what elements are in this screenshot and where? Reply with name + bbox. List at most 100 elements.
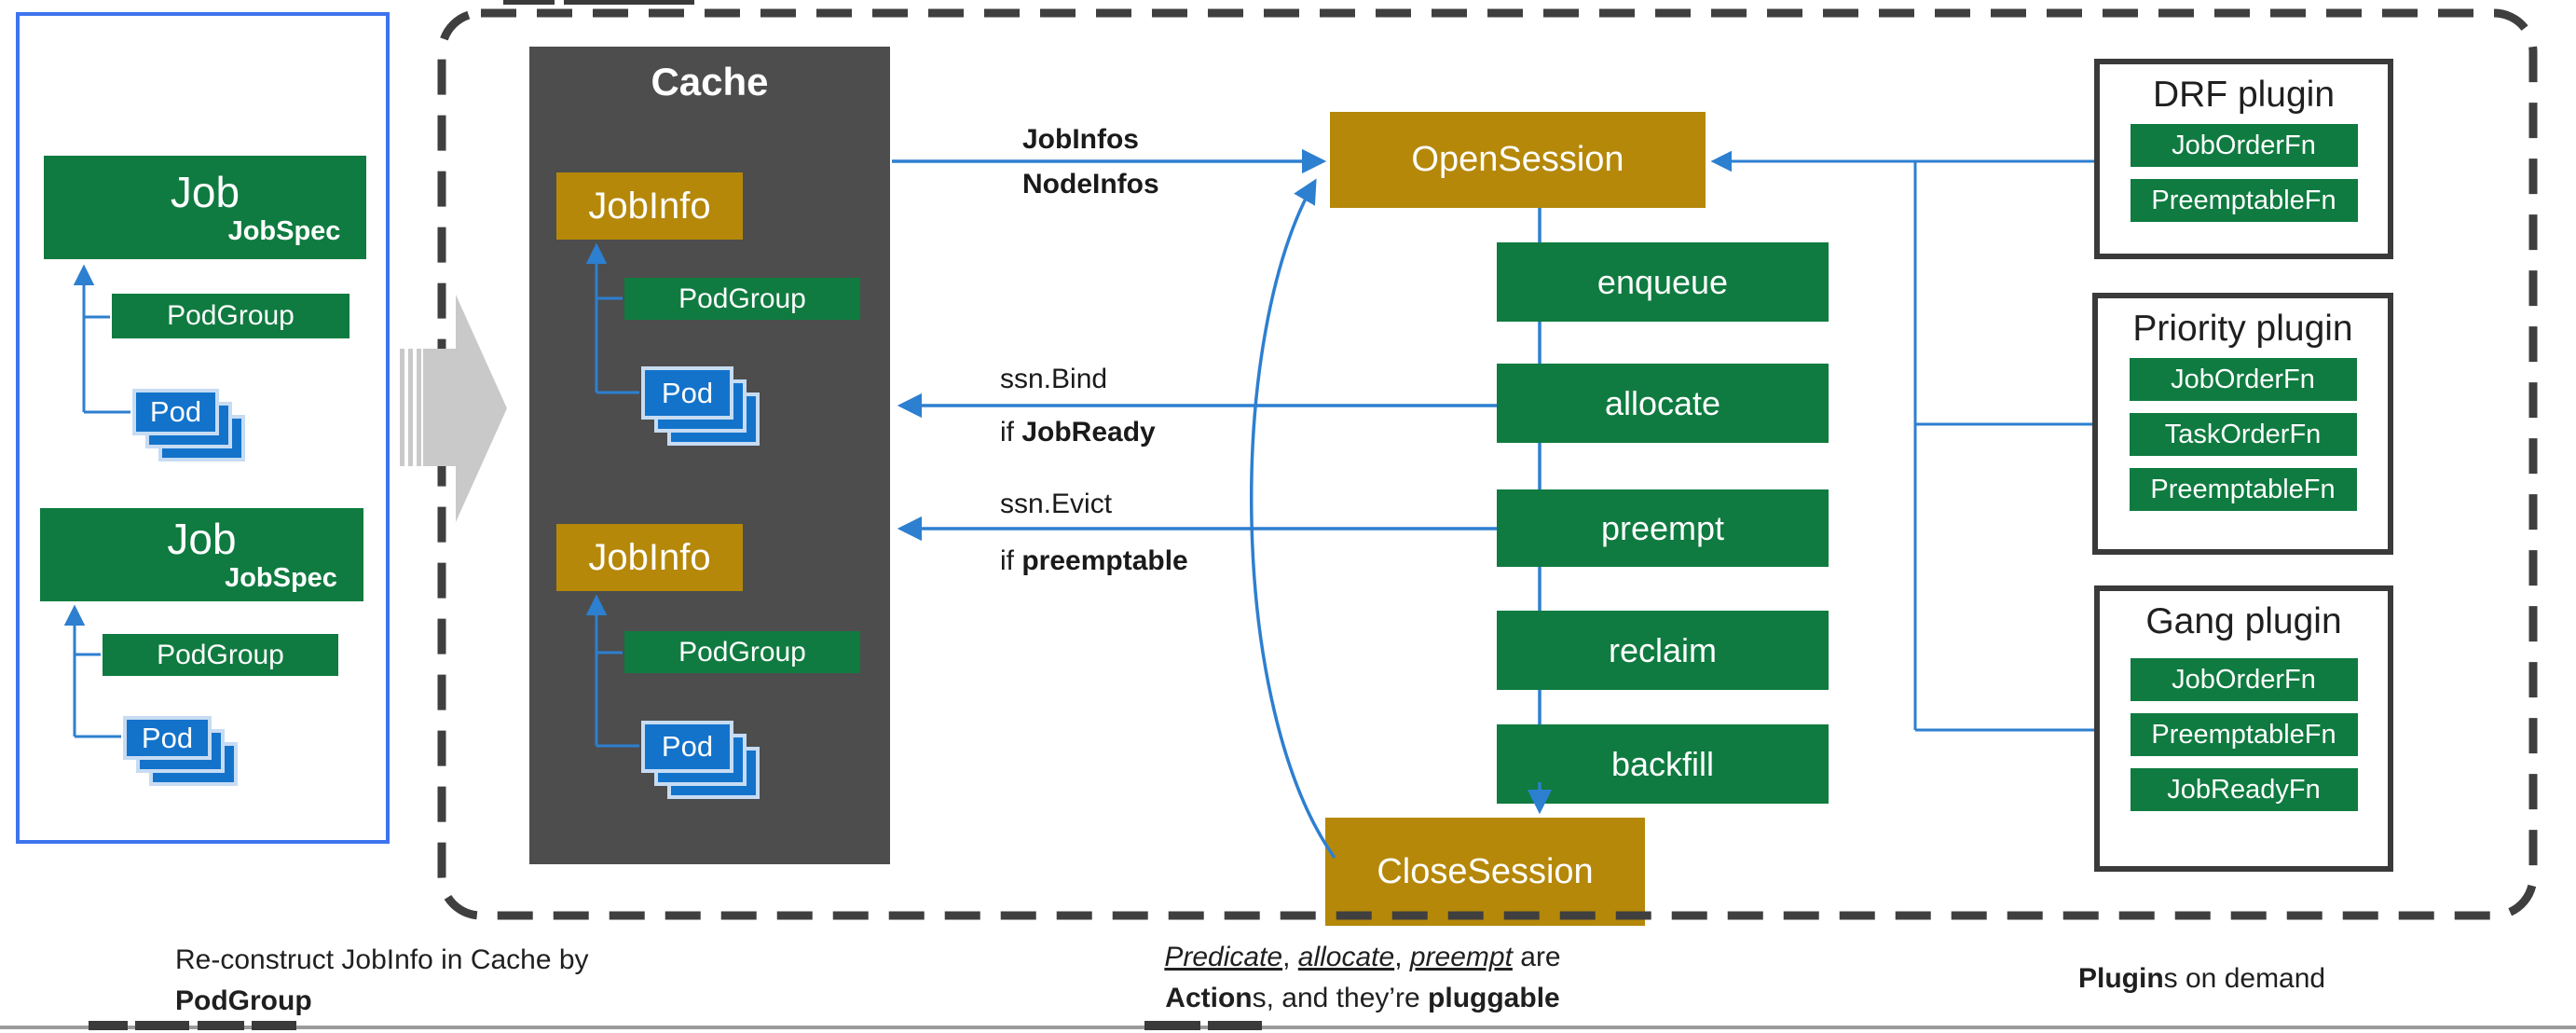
podgroup-box: PodGroup	[624, 631, 860, 673]
action-preempt: preempt	[1497, 489, 1829, 567]
bind-condition-label: if JobReady	[1000, 417, 1156, 448]
plugin-fn-label: JobOrderFn	[2172, 664, 2316, 695]
job-source-panel	[16, 12, 390, 844]
cache-title: Cache	[651, 60, 769, 103]
plugin-fn-label: PreemptableFn	[2151, 719, 2336, 750]
caption-line: Predicate, allocate, preempt are	[1130, 937, 1596, 978]
priority-plugin-box: Priority plugin JobOrderFn TaskOrderFn P…	[2092, 293, 2393, 555]
evict-condition-prefix: if	[1000, 545, 1022, 576]
bottom-edge-fragment	[89, 1021, 1262, 1030]
action-allocate: allocate	[1497, 364, 1829, 443]
action-label: reclaim	[1608, 630, 1717, 669]
action-label: backfill	[1610, 744, 1715, 783]
jobinfo-box: JobInfo	[556, 524, 743, 591]
job-box: Job JobSpec	[40, 508, 363, 601]
caption-text: s, and they’re	[1252, 983, 1429, 1013]
jobspec-label: JobSpec	[227, 215, 341, 246]
pod-label: Pod	[661, 730, 714, 763]
caption-actions: Predicate, allocate, preempt are Actions…	[1130, 937, 1596, 1019]
plugin-fn-pill: PreemptableFn	[2129, 468, 2357, 511]
jobspec-label: JobSpec	[225, 563, 337, 593]
jobinfo-label: JobInfo	[588, 185, 711, 227]
gang-plugin-box: Gang plugin JobOrderFn PreemptableFn Job…	[2094, 585, 2393, 872]
plugin-fn-label: JobOrderFn	[2172, 130, 2316, 160]
pod-card-front: Pod	[123, 716, 212, 760]
caption-reconstruct: Re-construct JobInfo in Cache by PodGrou…	[175, 940, 589, 1022]
term-plugin: Plugin	[2078, 963, 2164, 994]
jobinfos-edge-label: JobInfos	[1022, 124, 1139, 155]
caption-text: are	[1512, 942, 1561, 972]
pod-card-front: Pod	[641, 366, 733, 420]
plugin-fn-pill: JobOrderFn	[2130, 658, 2358, 701]
plugin-fn-pill: PreemptableFn	[2130, 179, 2358, 222]
bind-condition-prefix: if	[1000, 417, 1022, 448]
caption-plugins: Plugins on demand	[2078, 958, 2325, 999]
nodeinfos-edge-label: NodeInfos	[1022, 169, 1159, 200]
pod-stack: Pod	[641, 366, 760, 446]
plugin-fn-label: JobReadyFn	[2167, 774, 2321, 805]
plugin-fn-label: PreemptableFn	[2150, 474, 2336, 504]
action-label: enqueue	[1596, 262, 1729, 301]
close-session-label: CloseSession	[1377, 851, 1594, 891]
jobinfo-label: JobInfo	[588, 536, 711, 578]
plugin-fn-pill: JobOrderFn	[2129, 358, 2357, 401]
plugin-fn-label: TaskOrderFn	[2164, 419, 2322, 449]
plugin-title: Priority plugin	[2132, 309, 2353, 349]
action-enqueue: enqueue	[1497, 242, 1829, 322]
pod-stack: Pod	[132, 389, 245, 461]
job-box: Job JobSpec	[44, 156, 366, 259]
plugin-title: DRF plugin	[2152, 75, 2336, 115]
drf-plugin-box: DRF plugin JobOrderFn PreemptableFn	[2094, 59, 2393, 259]
plugin-fn-pill: JobOrderFn	[2130, 124, 2358, 167]
term-pluggable: pluggable	[1428, 983, 1560, 1013]
pod-stack: Pod	[641, 721, 760, 799]
action-reclaim: reclaim	[1497, 611, 1829, 690]
podgroup-label: PodGroup	[678, 636, 806, 668]
action-backfill: backfill	[1497, 724, 1829, 804]
term-action: Action	[1165, 983, 1253, 1013]
evict-condition-term: preemptable	[1021, 545, 1188, 576]
plugin-title: Gang plugin	[2145, 601, 2342, 641]
podgroup-box: PodGroup	[112, 294, 349, 338]
podgroup-label: PodGroup	[167, 300, 295, 331]
plugin-fn-pill: TaskOrderFn	[2129, 413, 2357, 456]
open-session-box: OpenSession	[1330, 112, 1706, 208]
caption-text: s on demand	[2163, 963, 2326, 994]
flow-right-arrow	[400, 295, 507, 522]
ssn-bind-label: ssn.Bind	[1000, 364, 1108, 394]
separator: ,	[1282, 942, 1298, 972]
pod-stack: Pod	[123, 716, 238, 786]
term-allocate: allocate	[1297, 942, 1395, 972]
caption-line: Actions, and they’re pluggable	[1130, 978, 1596, 1019]
podgroup-box: PodGroup	[624, 278, 860, 320]
pod-label: Pod	[141, 721, 194, 754]
separator: ,	[1394, 942, 1410, 972]
pod-label: Pod	[149, 395, 202, 428]
close-session-box: CloseSession	[1325, 818, 1645, 926]
close-to-open-curve	[1250, 178, 1336, 860]
job-label: Job	[170, 167, 240, 216]
podgroup-label: PodGroup	[678, 282, 806, 314]
evict-condition-label: if preemptable	[1000, 545, 1188, 577]
term-preempt: preempt	[1409, 942, 1513, 972]
plugin-fn-label: JobOrderFn	[2171, 364, 2315, 394]
plugin-fn-pill: JobReadyFn	[2130, 768, 2358, 811]
plugin-fn-label: PreemptableFn	[2151, 185, 2336, 215]
pod-card-front: Pod	[132, 389, 219, 435]
open-session-label: OpenSession	[1411, 140, 1624, 179]
term-predicate: Predicate	[1164, 942, 1283, 972]
pod-card-front: Pod	[641, 721, 733, 773]
plugin-fn-pill: PreemptableFn	[2130, 713, 2358, 756]
job-label: Job	[167, 515, 237, 563]
ssn-evict-label: ssn.Evict	[1000, 489, 1113, 519]
jobinfo-box: JobInfo	[556, 172, 743, 240]
action-label: allocate	[1604, 383, 1721, 422]
pod-label: Pod	[661, 376, 714, 409]
bottom-edge-line	[0, 1026, 2576, 1029]
podgroup-label: PodGroup	[157, 639, 284, 670]
caption-line: Re-construct JobInfo in Cache by	[175, 944, 589, 975]
caption-line-bold: PodGroup	[175, 985, 312, 1016]
podgroup-box: PodGroup	[103, 634, 338, 676]
action-label: preempt	[1600, 508, 1725, 547]
